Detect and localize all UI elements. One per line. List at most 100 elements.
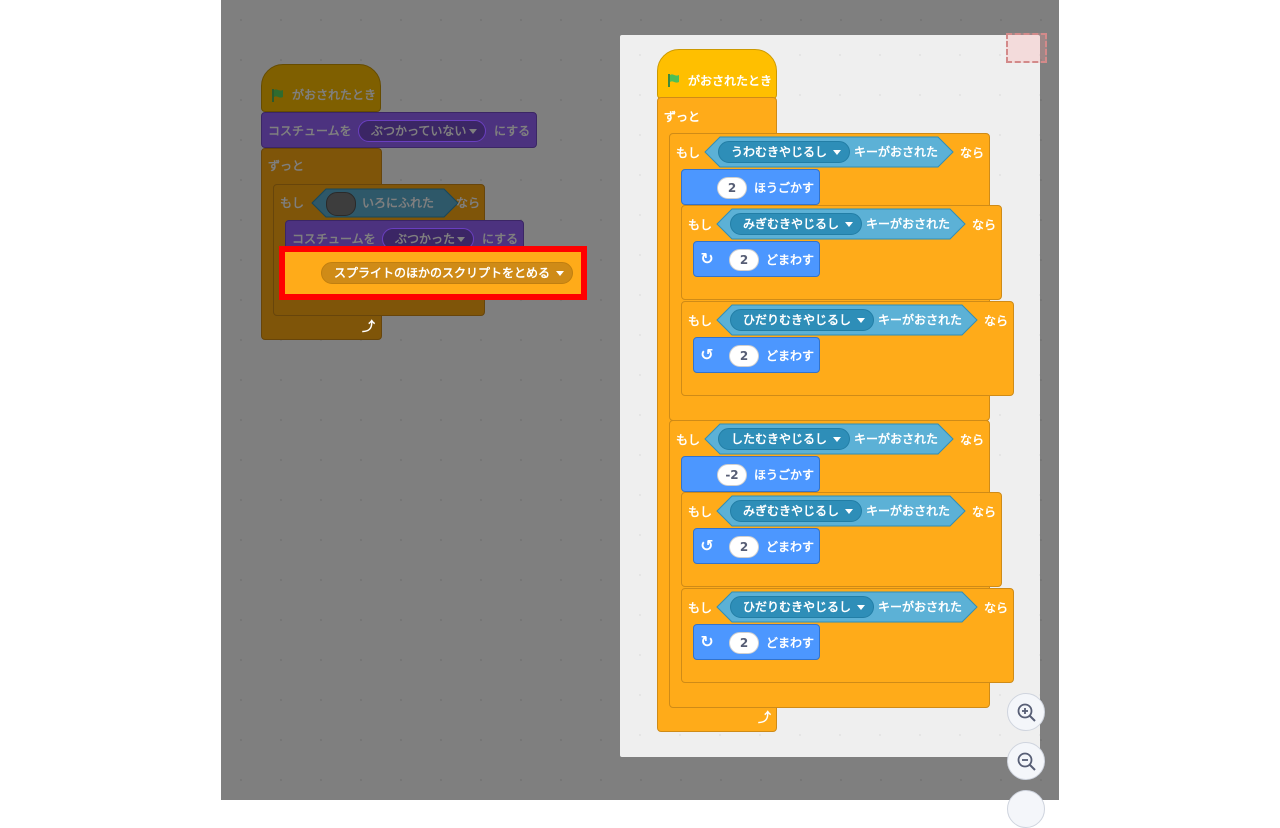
key-dropdown[interactable]: したむきやじるし	[718, 428, 850, 450]
if-prefix: もし	[280, 196, 305, 210]
key-dropdown[interactable]: みぎむきやじるし	[730, 500, 862, 522]
move-label: ほうごかす	[754, 181, 815, 195]
set-costume-prefix: コスチュームを	[268, 124, 352, 138]
key-dropdown-value: みぎむきやじるし	[743, 504, 840, 518]
steps-input[interactable]: -2	[717, 464, 747, 486]
zoom-in-button[interactable]	[1007, 693, 1045, 731]
turn-label: どまわす	[766, 540, 815, 554]
sensor-suffix: キーがおされた	[878, 313, 963, 327]
if-suffix: なら	[972, 505, 997, 519]
rotate-counterclockwise-icon: ↺	[700, 536, 714, 555]
key-pressed-sensor[interactable]: したむきやじるし キーがおされた	[704, 423, 954, 455]
set-costume-suffix: にする	[482, 232, 519, 246]
degrees-input[interactable]: 2	[729, 345, 759, 367]
if-suffix: なら	[456, 196, 481, 210]
if-suffix: なら	[984, 601, 1009, 615]
green-flag-icon	[272, 89, 283, 102]
key-dropdown[interactable]: みぎむきやじるし	[730, 213, 862, 235]
turn-label: どまわす	[766, 349, 815, 363]
zoom-out-button[interactable]	[1007, 742, 1045, 780]
if-prefix: もし	[688, 218, 713, 232]
rotate-clockwise-icon: ↻	[700, 249, 714, 268]
chevron-down-icon	[845, 222, 853, 227]
if-prefix: もし	[676, 433, 701, 447]
rotate-counterclockwise-icon: ↺	[700, 345, 714, 364]
costume-dropdown-value: ぶつかった	[395, 232, 456, 246]
set-costume-block[interactable]: コスチュームを ぶつかっていない にする	[261, 112, 537, 148]
turn-right-block[interactable]: ↻ 2 どまわす	[693, 241, 820, 277]
move-steps-block[interactable]: -2 ほうごかす	[681, 456, 820, 492]
key-dropdown-value: したむきやじるし	[731, 432, 828, 446]
loop-arrow-icon: ⤴	[758, 711, 772, 726]
if-suffix: なら	[972, 218, 997, 232]
turn-left-block[interactable]: ↺ 2 どまわす	[693, 337, 820, 373]
key-pressed-sensor[interactable]: ひだりむきやじるし キーがおされた	[716, 591, 978, 623]
set-costume-prefix: コスチュームを	[292, 232, 376, 246]
stop-option-dropdown[interactable]: スプライトのほかのスクリプトをとめる	[321, 262, 573, 284]
sensor-suffix: キーがおされた	[854, 432, 939, 446]
chevron-down-icon	[469, 129, 477, 134]
degrees-input[interactable]: 2	[729, 536, 759, 558]
code-area-background: がおされたとき コスチュームを ぶつかっていない にする ずっと ⤴ もし いろ…	[221, 0, 1059, 800]
viewport-indicator[interactable]	[1006, 33, 1047, 63]
chevron-down-icon	[457, 237, 465, 242]
forever-label: ずっと	[664, 110, 701, 124]
key-dropdown[interactable]: うわむきやじるし	[718, 141, 850, 163]
green-flag-icon	[668, 74, 679, 87]
costume-dropdown[interactable]: ぶつかった	[382, 228, 474, 250]
move-steps-block[interactable]: 2 ほうごかす	[681, 169, 820, 205]
script-panel: がおされたとき ずっと ⤴ もし うわむきやじるし キーがおされた なら 2 ほ…	[620, 35, 1040, 757]
key-pressed-sensor[interactable]: うわむきやじるし キーがおされた	[704, 136, 954, 168]
forever-label: ずっと	[268, 159, 305, 173]
chevron-down-icon	[857, 605, 865, 610]
if-prefix: もし	[688, 505, 713, 519]
sensor-label: いろにふれた	[362, 196, 435, 210]
if-right-key-block[interactable]: もし みぎむきやじるし キーがおされた なら	[681, 205, 1002, 300]
turn-right-block[interactable]: ↻ 2 どまわす	[693, 624, 820, 660]
zoom-reset-button[interactable]	[1007, 790, 1045, 828]
chevron-down-icon	[556, 271, 564, 276]
hat-label: がおされたとき	[688, 74, 773, 88]
sensor-suffix: キーがおされた	[854, 145, 939, 159]
set-costume-suffix: にする	[494, 124, 531, 138]
stop-other-scripts-block[interactable]: スプライトのほかのスクリプトをとめる	[285, 252, 581, 294]
turn-label: どまわす	[766, 253, 815, 267]
sensor-suffix: キーがおされた	[866, 217, 951, 231]
when-flag-clicked-block[interactable]: がおされたとき	[657, 49, 777, 99]
key-pressed-sensor[interactable]: みぎむきやじるし キーがおされた	[716, 208, 966, 240]
hat-label: がおされたとき	[292, 88, 377, 102]
degrees-input[interactable]: 2	[729, 632, 759, 654]
if-suffix: なら	[984, 314, 1009, 328]
turn-label: どまわす	[766, 636, 815, 650]
degrees-input[interactable]: 2	[729, 249, 759, 271]
if-left-key-block[interactable]: もし ひだりむきやじるし キーがおされた なら	[681, 588, 1014, 683]
costume-dropdown-value: ぶつかっていない	[371, 124, 467, 138]
when-flag-clicked-block[interactable]: がおされたとき	[261, 64, 381, 112]
sensor-suffix: キーがおされた	[878, 600, 963, 614]
chevron-down-icon	[833, 150, 841, 155]
color-swatch[interactable]	[326, 192, 356, 216]
if-suffix: なら	[960, 146, 985, 160]
rotate-clockwise-icon: ↻	[700, 632, 714, 651]
if-prefix: もし	[676, 146, 701, 160]
zoom-in-icon	[1017, 703, 1036, 722]
chevron-down-icon	[857, 318, 865, 323]
turn-left-block[interactable]: ↺ 2 どまわす	[693, 528, 820, 564]
key-dropdown-value: ひだりむきやじるし	[743, 600, 852, 614]
move-label: ほうごかす	[754, 468, 815, 482]
zoom-out-icon	[1017, 752, 1036, 771]
costume-dropdown[interactable]: ぶつかっていない	[358, 120, 486, 142]
key-dropdown-value: うわむきやじるし	[731, 145, 828, 159]
steps-input[interactable]: 2	[717, 177, 747, 199]
if-prefix: もし	[688, 601, 713, 615]
key-dropdown[interactable]: ひだりむきやじるし	[730, 596, 874, 618]
touching-color-sensor[interactable]: いろにふれた	[310, 187, 460, 219]
chevron-down-icon	[845, 509, 853, 514]
loop-arrow-icon: ⤴	[362, 320, 376, 335]
if-suffix: なら	[960, 433, 985, 447]
key-dropdown[interactable]: ひだりむきやじるし	[730, 309, 874, 331]
key-pressed-sensor[interactable]: ひだりむきやじるし キーがおされた	[716, 304, 978, 336]
key-dropdown-value: ひだりむきやじるし	[743, 313, 852, 327]
if-prefix: もし	[688, 314, 713, 328]
key-pressed-sensor[interactable]: みぎむきやじるし キーがおされた	[716, 495, 966, 527]
